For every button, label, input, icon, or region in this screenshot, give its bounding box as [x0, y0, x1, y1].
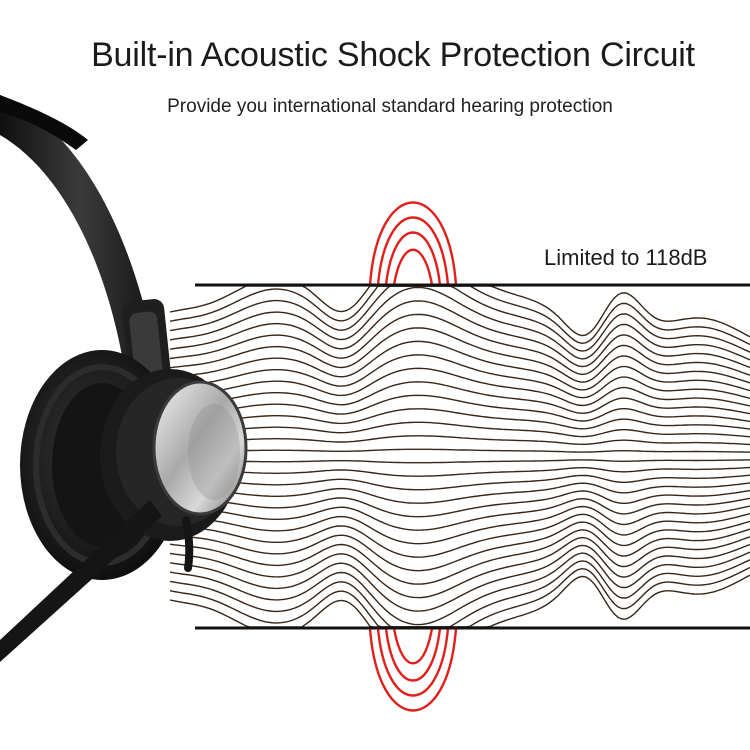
wave-line	[169, 551, 750, 626]
wave-line	[169, 367, 750, 407]
wave-line	[169, 466, 750, 477]
soundwave-graphic	[169, 285, 750, 628]
earcup-metal-cap	[154, 382, 246, 514]
wave-line	[169, 285, 750, 353]
page-title: Built-in Acoustic Shock Protection Circu…	[91, 36, 695, 74]
subtitle: Provide you international standard heari…	[167, 96, 613, 117]
wave-line	[169, 520, 750, 572]
wave-line	[169, 354, 750, 399]
wave-line	[169, 408, 750, 430]
headband	[0, 95, 160, 392]
wave-line	[169, 394, 750, 423]
wave-line	[169, 528, 750, 585]
wave-line	[169, 313, 750, 376]
mic-boom	[0, 500, 162, 662]
clipped-peaks-bottom	[368, 627, 458, 712]
wave-line	[169, 513, 750, 558]
wave-line	[169, 381, 750, 415]
wave-line	[169, 474, 750, 491]
clipped-peaks-top	[368, 201, 458, 286]
wave-line	[169, 497, 750, 531]
wave-line	[169, 421, 750, 438]
wave-line	[169, 340, 750, 392]
wave-line	[169, 459, 750, 464]
cable	[182, 516, 194, 572]
wave-line	[169, 536, 750, 599]
wave-line	[169, 448, 750, 453]
wave-line	[169, 482, 750, 504]
wave-line	[169, 489, 750, 518]
wave-line	[169, 327, 750, 384]
wave-line	[169, 286, 750, 361]
wave-line	[169, 435, 750, 446]
wave-line	[169, 505, 750, 545]
wave-line	[169, 543, 750, 612]
limit-label: Limited to 118dB	[544, 245, 708, 270]
wave-line	[169, 300, 750, 369]
wave-line	[169, 559, 750, 628]
headset-image	[0, 95, 248, 662]
